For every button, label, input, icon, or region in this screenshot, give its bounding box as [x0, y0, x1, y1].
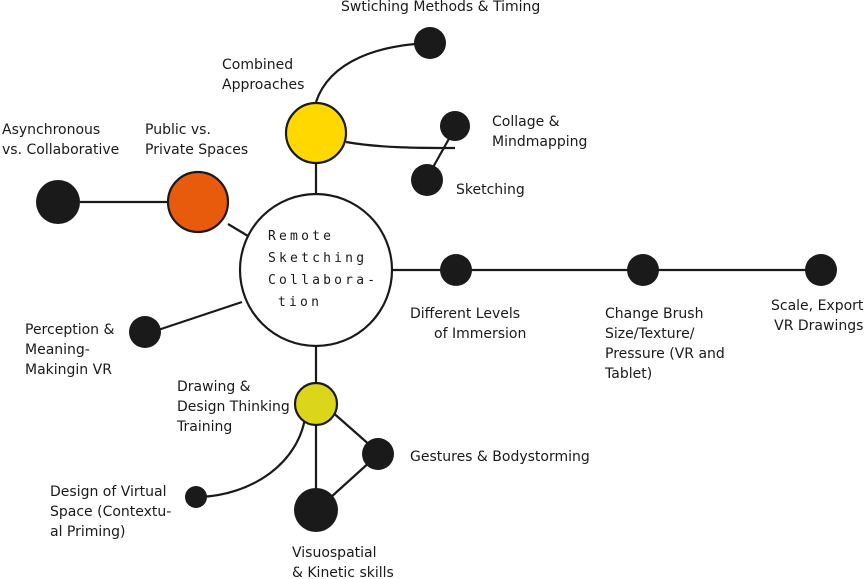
- label-perception: Perception & Meaning- Makingin VR: [25, 320, 114, 380]
- label-combined: Combined Approaches: [222, 55, 304, 95]
- node-center: [238, 192, 394, 348]
- label-line: Meaning-: [25, 342, 90, 358]
- label-line: Mindmapping: [492, 134, 588, 150]
- label-line: Perception &: [25, 322, 115, 338]
- node-immersion: [440, 254, 472, 286]
- label-line: Size/Texture/: [605, 326, 695, 342]
- label-line: Scale, Export: [771, 298, 864, 314]
- label-line: Asynchronous: [2, 122, 101, 138]
- label-line: Visuospatial: [292, 545, 377, 561]
- label-line: Combined: [222, 57, 294, 73]
- label-line: Gestures & Bodystorming: [410, 449, 590, 465]
- label-brush: Change Brush Size/Texture/ Pressure (VR …: [605, 304, 725, 384]
- node-virtual: [185, 486, 207, 508]
- label-line: Drawing &: [177, 379, 251, 395]
- label-line: Public vs.: [145, 122, 211, 138]
- node-switching: [414, 27, 446, 59]
- node-scale: [805, 254, 837, 286]
- label-line: Approaches: [222, 77, 305, 93]
- node-collage: [440, 111, 470, 141]
- label-sketching: Sketching: [456, 180, 525, 200]
- node-combined-approaches: [284, 101, 348, 165]
- edge-gestures-visuo: [329, 459, 373, 499]
- label-line: Collage &: [492, 114, 560, 130]
- label-line: Space (Contextu-: [50, 504, 172, 520]
- edge-combined-switching: [314, 41, 431, 103]
- label-gestures: Gestures & Bodystorming: [410, 447, 590, 467]
- center-label-line: tion: [278, 295, 323, 310]
- label-line: Training: [177, 419, 233, 435]
- edge-combined-collage: [345, 140, 456, 150]
- label-line: Pressure (VR and: [605, 346, 725, 362]
- node-visuo: [294, 488, 338, 532]
- label-switching: Swtiching Methods & Timing: [341, 0, 540, 17]
- label-async: Asynchronous vs. Collaborative: [2, 120, 119, 160]
- label-line: vs. Collaborative: [2, 142, 120, 158]
- label-line: Design Thinking: [177, 399, 290, 415]
- label-line: Different Levels: [410, 306, 521, 322]
- label-line: Private Spaces: [145, 142, 249, 158]
- label-line: VR Drawings: [774, 318, 864, 334]
- center-label-line: Remote: [268, 229, 335, 244]
- edge-drawing-virtual: [199, 411, 308, 499]
- label-collage: Collage & Mindmapping: [492, 112, 587, 152]
- label-public: Public vs. Private Spaces: [145, 120, 248, 160]
- label-drawing: Drawing & Design Thinking Training: [177, 377, 290, 437]
- center-label-line: Sketching: [268, 251, 368, 266]
- label-line: Swtiching Methods & Timing: [341, 0, 541, 15]
- node-public-private: [166, 170, 230, 234]
- node-brush: [627, 254, 659, 286]
- label-line: Sketching: [456, 182, 525, 198]
- label-line: Change Brush: [605, 306, 704, 322]
- label-scale: Scale, Export VR Drawings: [771, 296, 863, 336]
- label-line: Tablet): [605, 366, 653, 382]
- label-immersion: Different Levels of Immersion: [410, 304, 526, 344]
- edge-center-public: [227, 223, 249, 237]
- label-line: al Priming): [50, 524, 126, 540]
- center-label: Remote Sketching Collabora- tion: [268, 226, 378, 314]
- node-drawing-training: [293, 381, 339, 427]
- label-line: of Immersion: [434, 326, 527, 342]
- label-virtual: Design of Virtual Space (Contextu- al Pr…: [50, 482, 171, 542]
- label-line: Makingin VR: [25, 362, 112, 378]
- label-line: & Kinetic skills: [292, 565, 394, 579]
- node-gestures: [362, 438, 394, 470]
- label-line: Design of Virtual: [50, 484, 167, 500]
- node-async: [36, 180, 80, 224]
- node-sketching: [411, 164, 443, 196]
- node-perception: [129, 316, 161, 348]
- edge-drawing-gestures: [329, 409, 373, 448]
- label-visuo: Visuospatial & Kinetic skills: [292, 543, 394, 579]
- center-label-line: Collabora-: [268, 273, 379, 288]
- edge-center-perception: [157, 300, 243, 332]
